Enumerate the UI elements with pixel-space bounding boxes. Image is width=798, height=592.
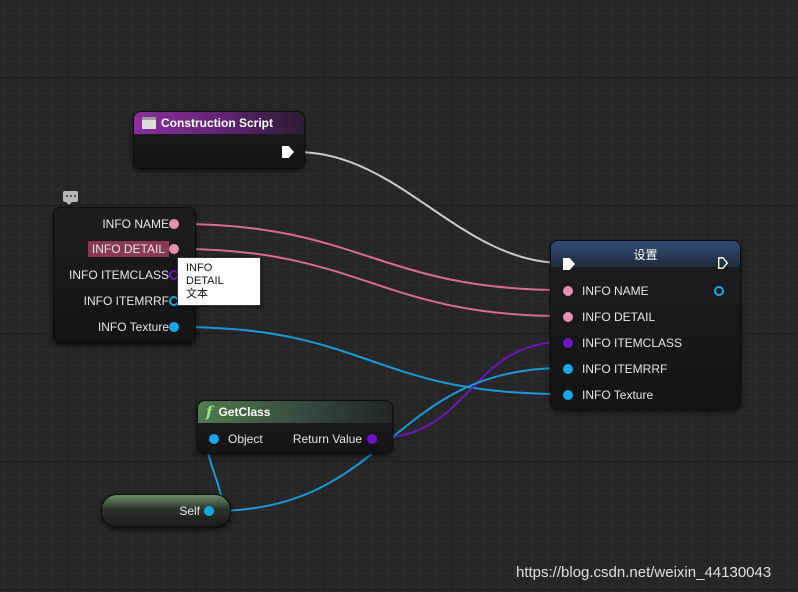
set-pin-row-info-texture[interactable]: INFO Texture [582,388,653,402]
set-node[interactable]: 设置 INFO NAME INFO DETAIL INFO ITEMCLASS … [550,240,741,410]
struct-pin-row-info-name[interactable]: INFO NAME [102,217,169,231]
get-class-return-row[interactable]: Return Value [293,432,362,446]
get-class-object-row[interactable]: Object [228,432,263,446]
get-class-return-label: Return Value [292,432,362,446]
function-icon: f [206,403,213,421]
pin-tooltip: INFO DETAIL 文本 [177,257,261,306]
construction-script-title: Construction Script [161,116,274,130]
struct-pin-info-name[interactable] [169,219,179,229]
struct-pin-info-detail[interactable] [169,244,179,254]
construction-script-header[interactable]: Construction Script [134,112,304,134]
watermark-text: https://blog.csdn.net/weixin_44130043 [516,564,772,581]
self-row[interactable]: Self [179,504,200,518]
set-pin-info-itemrrf[interactable] [563,364,573,374]
construction-exec-out-pin[interactable] [282,146,294,158]
struct-break-node[interactable]: INFO NAME INFO DETAIL INFO ITEMCLASS INF… [53,207,196,344]
struct-pin-row-info-detail[interactable]: INFO DETAIL [87,241,169,257]
wire-exec [296,151,564,264]
get-class-node[interactable]: f GetClass Object Return Value [197,400,393,454]
self-output-pin[interactable] [204,506,214,516]
get-class-return-pin[interactable] [367,434,377,444]
set-pin-label: INFO ITEMRRF [582,362,668,376]
struct-pin-row-info-texture[interactable]: INFO Texture [98,320,169,334]
construction-script-icon [142,117,156,129]
set-pin-info-name[interactable] [563,286,573,296]
set-node-title: 设置 [633,247,658,262]
set-pin-label: INFO NAME [582,284,649,298]
comment-bubble-icon[interactable] [63,191,78,205]
struct-pin-info-texture[interactable] [169,322,179,332]
set-pin-row-info-itemclass[interactable]: INFO ITEMCLASS [582,336,682,350]
struct-pin-label: INFO ITEMCLASS [68,268,169,282]
set-pin-row-info-detail[interactable]: INFO DETAIL [582,310,655,324]
self-node[interactable]: Self [101,494,231,528]
set-pin-label: INFO Texture [582,388,654,402]
set-exec-in-pin[interactable] [563,258,575,270]
struct-pin-label: INFO DETAIL [91,242,165,256]
wire-info-texture [178,326,564,395]
set-pin-row-info-name[interactable]: INFO NAME [582,284,649,298]
tooltip-line-1: INFO DETAIL [186,262,224,287]
get-class-object-pin[interactable] [209,434,219,444]
set-pin-info-texture[interactable] [563,390,573,400]
struct-pin-label: INFO Texture [97,320,169,334]
get-class-header[interactable]: f GetClass [198,401,392,423]
set-pin-info-detail[interactable] [563,312,573,322]
struct-pin-row-info-itemrrf[interactable]: INFO ITEMRRF [84,294,169,308]
set-exec-out-pin[interactable] [717,257,729,269]
get-class-title: GetClass [218,405,271,419]
set-pin-info-itemclass[interactable] [563,338,573,348]
self-label: Self [179,504,200,518]
struct-pin-row-info-itemclass[interactable]: INFO ITEMCLASS [69,268,169,282]
set-pin-label: INFO DETAIL [582,310,656,324]
set-node-header[interactable]: 设置 [551,241,740,267]
get-class-object-label: Object [228,432,263,446]
construction-script-node[interactable]: Construction Script [133,111,305,169]
set-pin-label: INFO ITEMCLASS [582,336,683,350]
tooltip-line-2: 文本 [186,288,208,300]
struct-pin-label: INFO ITEMRRF [83,294,169,308]
set-output-struct-pin[interactable] [714,286,724,296]
set-pin-row-info-itemrrf[interactable]: INFO ITEMRRF [582,362,667,376]
wire-return-class [376,341,564,439]
struct-pin-label: INFO NAME [102,217,169,231]
